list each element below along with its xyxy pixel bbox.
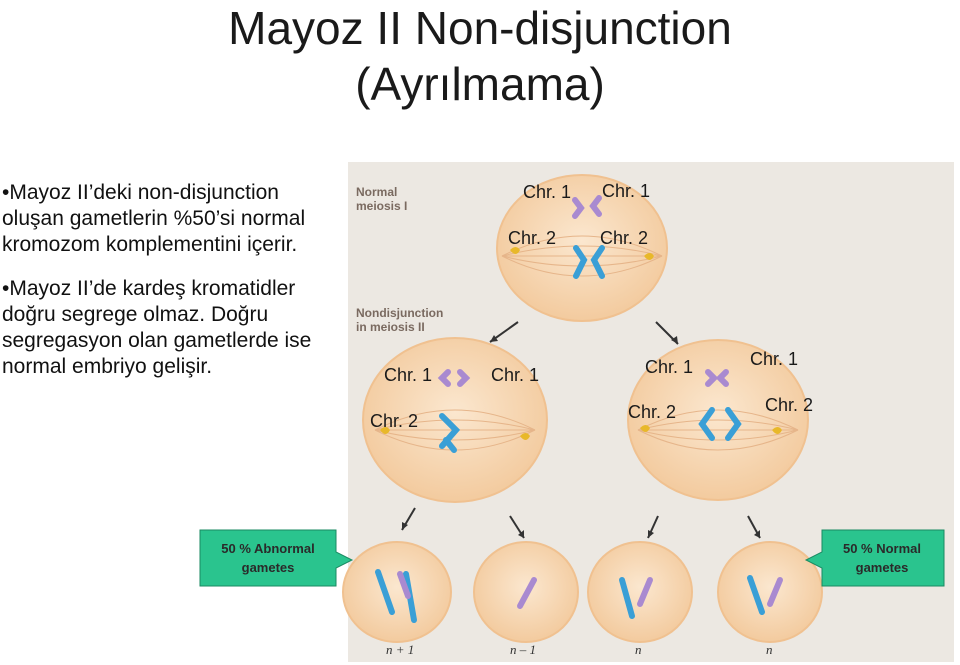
right-chr1-right: Chr. 1	[750, 349, 798, 369]
bullet-list: •Mayoz II’deki non-disjunction oluşan ga…	[2, 180, 342, 398]
top-chr1-left: Chr. 1	[523, 182, 571, 202]
gamete-n-1	[587, 541, 693, 643]
left-chr1-right: Chr. 1	[491, 365, 539, 385]
centrosome-right	[520, 433, 530, 440]
normal-gametes-badge: 50 % Normal gametes	[804, 529, 945, 587]
left-chr2: Chr. 2	[370, 411, 418, 431]
top-cell: Chr. 1 Chr. 1 Chr. 2 Chr. 2	[496, 174, 668, 322]
left-cell: Chr. 1 Chr. 1 Chr. 2	[362, 337, 548, 503]
centrosome-left	[510, 247, 520, 254]
right-chr2-right: Chr. 2	[765, 395, 813, 415]
chr1-pair	[705, 369, 729, 387]
stage-label-meiosis1: Normal meiosis I	[356, 185, 407, 213]
right-chr1-left: Chr. 1	[645, 357, 693, 377]
title-line-2: (Ayrılmama)	[355, 58, 605, 110]
svg-text:50 % Abnormal: 50 % Abnormal	[221, 541, 314, 556]
chr2-pair	[698, 407, 742, 441]
top-chr2-left: Chr. 2	[508, 228, 556, 248]
gamete-label-4: n	[766, 642, 773, 657]
gamete-label-2: n – 1	[510, 642, 536, 657]
top-chr1-right: Chr. 1	[602, 181, 650, 201]
chr2-sister-chromatids	[439, 413, 461, 453]
svg-text:gametes: gametes	[856, 560, 909, 575]
stage-label-meiosis2: Nondisjunction in meiosis II	[356, 306, 447, 334]
abnormal-gametes-badge: 50 % Abnormal gametes	[199, 529, 354, 587]
chr2-pair	[573, 245, 605, 279]
right-cell: Chr. 1 Chr. 1 Chr. 2 Chr. 2	[627, 339, 813, 501]
slide-title: Mayoz II Non-disjunction (Ayrılmama)	[0, 0, 960, 112]
svg-text:50 % Normal: 50 % Normal	[843, 541, 921, 556]
right-chr2-left: Chr. 2	[628, 402, 676, 422]
title-line-1: Mayoz II Non-disjunction	[228, 2, 732, 54]
centrosome-left	[640, 425, 650, 432]
gamete-label-1: n + 1	[386, 642, 414, 657]
gamete-n-minus-1	[473, 541, 579, 643]
gamete-label-3: n	[635, 642, 642, 657]
centrosome-right	[644, 253, 654, 260]
centrosome-right	[772, 427, 782, 434]
left-chr1-left: Chr. 1	[384, 365, 432, 385]
top-chr2-right: Chr. 2	[600, 228, 648, 248]
gamete-n-2	[717, 541, 823, 643]
centrosome-left	[380, 427, 390, 434]
bullet-1: •Mayoz II’deki non-disjunction oluşan ga…	[2, 181, 306, 256]
bullet-2: •Mayoz II’de kardeş kromatidler doğru se…	[2, 277, 312, 378]
chr1-pair	[572, 195, 602, 219]
svg-text:gametes: gametes	[242, 560, 295, 575]
chr1-pair	[437, 369, 471, 387]
gamete-n-plus-1	[342, 541, 452, 643]
